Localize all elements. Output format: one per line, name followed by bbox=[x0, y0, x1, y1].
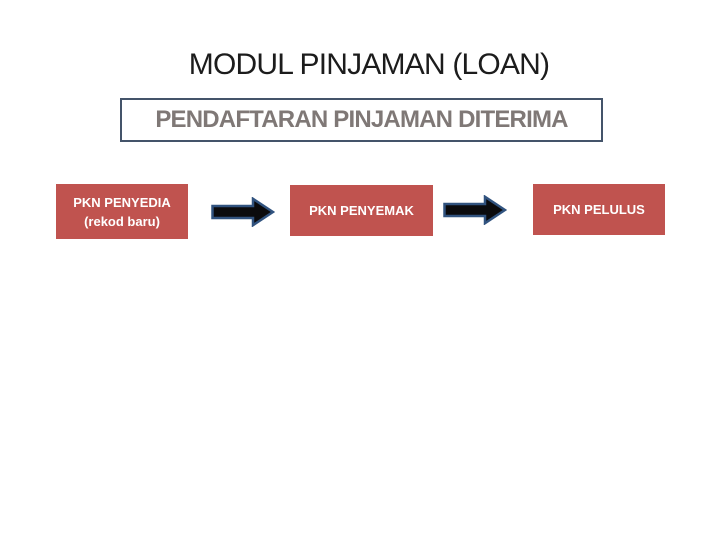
step-box-penyemak: PKN PENYEMAK bbox=[290, 185, 433, 236]
step-box-penyedia: PKN PENYEDIA (rekod baru) bbox=[56, 184, 188, 239]
step-label-line1: PKN PENYEMAK bbox=[309, 203, 414, 218]
step-box-pelulus: PKN PELULUS bbox=[533, 184, 665, 235]
right-arrow-icon bbox=[211, 197, 275, 227]
step-label-line1: PKN PELULUS bbox=[553, 202, 645, 217]
right-arrow-icon bbox=[443, 195, 507, 225]
step-label-line2: (rekod baru) bbox=[84, 213, 160, 229]
slide-title: MODUL PINJAMAN (LOAN) bbox=[188, 48, 550, 81]
subtitle-box: PENDAFTARAN PINJAMAN DITERIMA bbox=[120, 98, 603, 142]
subtitle-text: PENDAFTARAN PINJAMAN DITERIMA bbox=[155, 106, 568, 133]
step-label-line1: PKN PENYEDIA bbox=[73, 194, 171, 210]
